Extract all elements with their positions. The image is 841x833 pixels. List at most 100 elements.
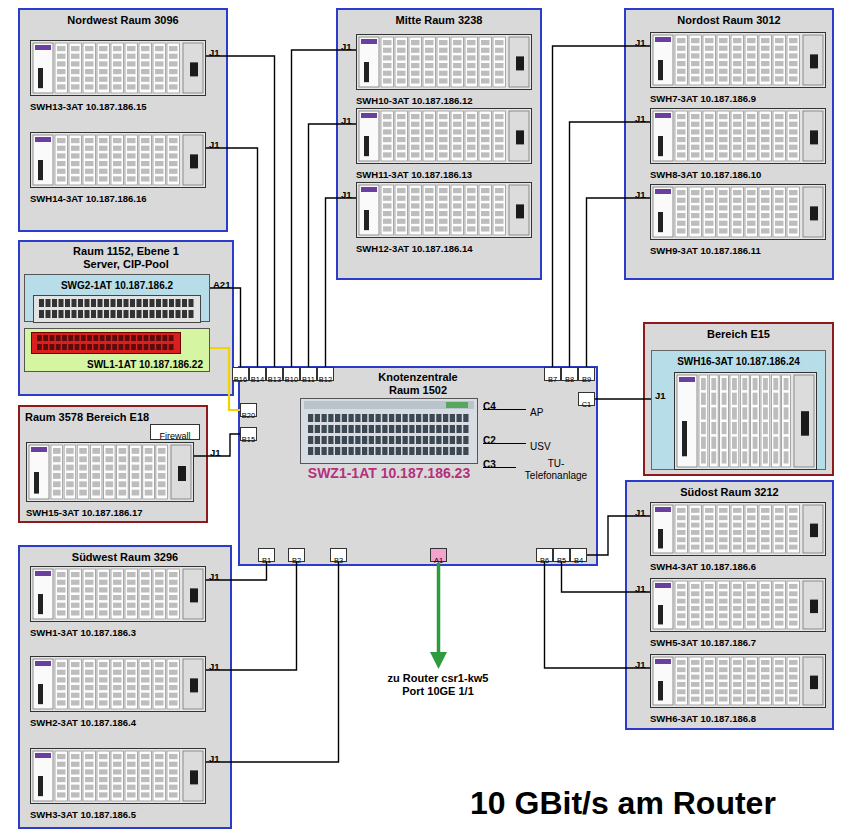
device-part (71, 84, 80, 89)
device-part (397, 137, 406, 142)
device-part (773, 581, 786, 629)
device-part (677, 114, 686, 119)
device-part (719, 591, 728, 596)
device-part (689, 581, 702, 629)
device-part (139, 135, 152, 185)
device-part (382, 447, 387, 455)
device-part (141, 169, 150, 174)
device-part (761, 213, 770, 218)
switch-label: SWH14-3AT 10.187.186.16 (30, 192, 147, 206)
device-part (761, 122, 770, 127)
device-part (481, 122, 490, 127)
device-part (183, 43, 203, 93)
device-part (85, 138, 94, 143)
device-part (759, 657, 772, 705)
device-part (113, 153, 122, 158)
device-part (775, 599, 784, 604)
device-part (113, 77, 122, 82)
device-part (509, 111, 529, 161)
device-part (677, 667, 686, 672)
device-part (705, 667, 714, 672)
device-part (145, 456, 153, 462)
device-part (789, 76, 798, 81)
device-part (789, 145, 798, 150)
device-part (773, 657, 786, 705)
device-part (91, 299, 96, 307)
device-part (381, 185, 394, 235)
device-part (411, 145, 420, 150)
device-part (79, 448, 87, 454)
device-part (775, 515, 784, 520)
device-part (79, 490, 87, 496)
label-holder: USV (530, 436, 551, 454)
switch-box: SWH8-3AT 10.187.186.10 (650, 108, 826, 180)
device-part (169, 769, 178, 774)
device-part (46, 299, 51, 307)
device-part (162, 344, 167, 350)
device-part (784, 451, 789, 463)
device-part (409, 37, 422, 87)
caption-holder: 10 GBit/s am Router (470, 784, 776, 822)
device-part (479, 111, 492, 161)
device-illustration (30, 40, 206, 96)
device-part (99, 146, 108, 151)
device-part (156, 335, 161, 341)
device-part (773, 657, 786, 705)
device-part (436, 436, 441, 444)
device-part (789, 591, 798, 596)
device-part (104, 310, 109, 318)
device-part (719, 682, 728, 687)
device-part (139, 569, 152, 619)
device-part (169, 754, 178, 759)
device-part (85, 662, 94, 667)
device-part (397, 71, 406, 76)
device-part (761, 675, 770, 680)
device-illustration (650, 578, 826, 632)
device-part (677, 145, 686, 150)
device-part (308, 425, 313, 433)
device-part (34, 472, 39, 494)
device-part (155, 580, 164, 585)
device-part (733, 530, 742, 535)
device-part (376, 447, 381, 455)
device-part (55, 569, 68, 619)
device-part (691, 675, 700, 680)
device-part (144, 344, 149, 350)
device-part (753, 393, 758, 405)
device-part (675, 657, 688, 705)
device-part (787, 111, 800, 161)
device-part (747, 591, 756, 596)
room-group: Südwest Raum 3296SWH1-3AT 10.187.186.3SW… (18, 545, 232, 829)
device-part (719, 198, 728, 203)
device-part (113, 595, 122, 600)
device-part (747, 530, 756, 535)
device-part (703, 35, 716, 85)
device-part (450, 414, 455, 422)
device-part (183, 751, 203, 801)
device-part (117, 310, 122, 318)
device-part (127, 670, 136, 675)
device-part (705, 205, 714, 210)
device-part (761, 606, 770, 611)
device-part (155, 176, 164, 181)
device-part (655, 113, 671, 118)
device-part (66, 473, 74, 479)
device-part (141, 700, 150, 705)
device-part (677, 675, 686, 680)
device-part (362, 436, 367, 444)
device-part (132, 456, 140, 462)
device-part (763, 407, 768, 419)
device-part (751, 375, 760, 467)
device-part (155, 138, 164, 143)
device-part (705, 122, 714, 127)
device-part (789, 599, 798, 604)
device-part (675, 657, 688, 705)
device-part (703, 657, 716, 705)
device-part (481, 71, 490, 76)
device-part (787, 111, 800, 161)
device-part (119, 473, 127, 479)
device-part (761, 205, 770, 210)
device-part (315, 436, 320, 444)
device-part (761, 53, 770, 58)
device-part (85, 670, 94, 675)
